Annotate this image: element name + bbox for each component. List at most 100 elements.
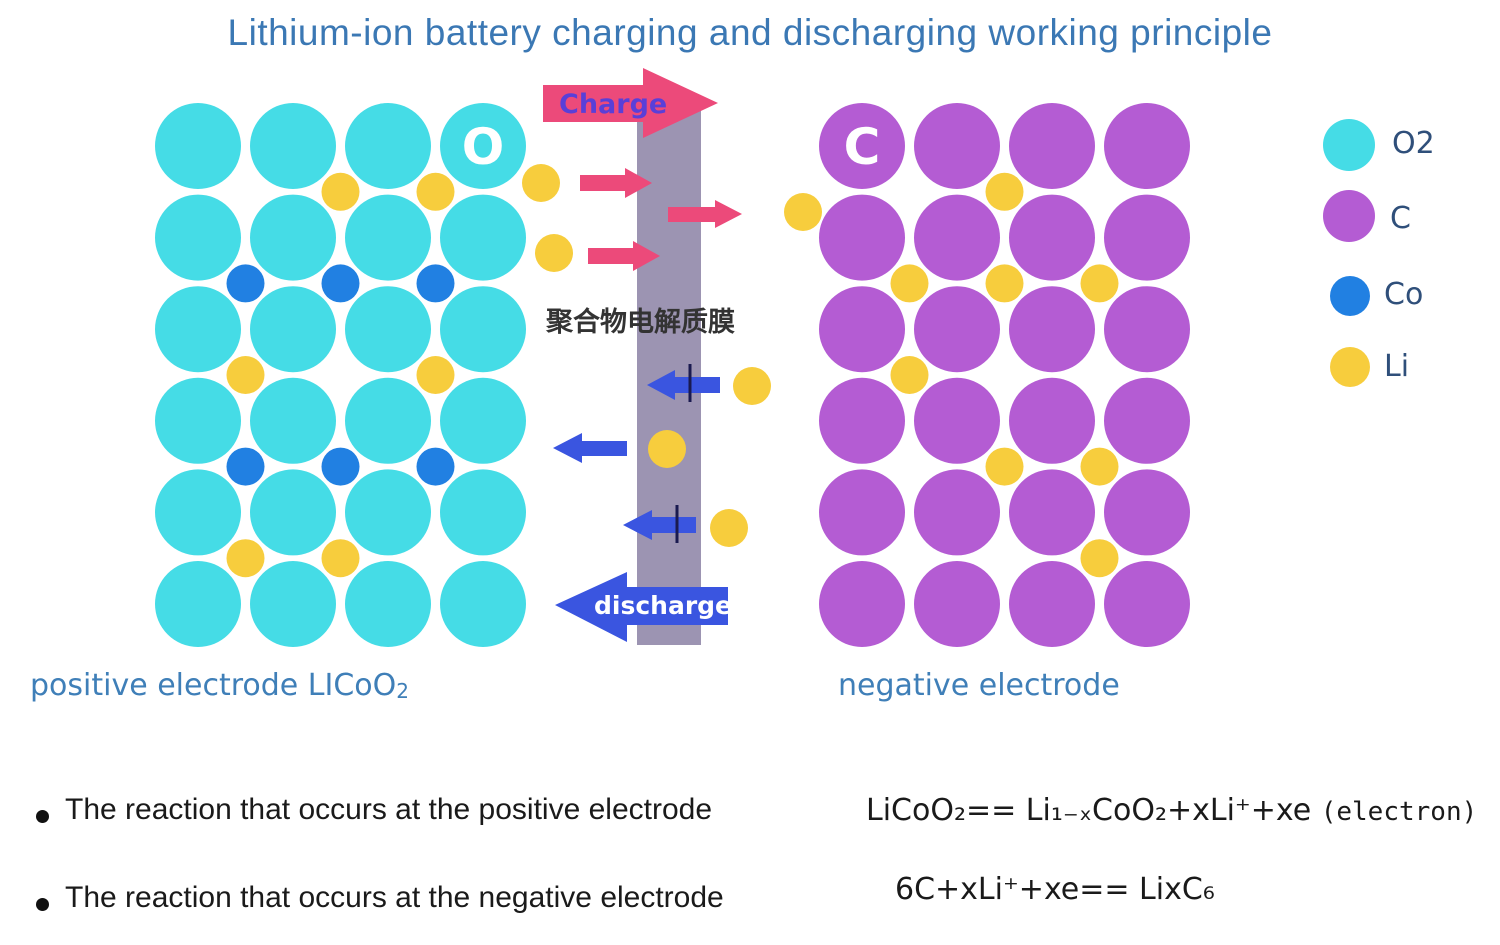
lithium-ion <box>890 356 929 394</box>
carbon-atom <box>914 286 1000 373</box>
oxygen-atom <box>250 286 336 373</box>
discharge-arrow: discharge <box>555 572 732 642</box>
reaction-negative-equation: 6C+xLi⁺+xe== LixC₆ <box>895 872 1215 907</box>
lithium-ion <box>733 367 771 405</box>
oxygen-atom <box>440 377 526 464</box>
oxygen-atom <box>440 103 526 189</box>
cobalt-atom <box>321 447 360 486</box>
lithium-ion <box>784 193 822 231</box>
charge-arrow-small <box>580 168 652 198</box>
carbon-atom <box>1104 194 1190 281</box>
carbon-atom <box>914 561 1000 647</box>
membrane-label: 聚合物电解质膜 <box>545 306 735 338</box>
cobalt-atom <box>416 264 455 303</box>
carbon-atom <box>1009 194 1095 281</box>
carbon-atom <box>1104 561 1190 647</box>
lithium-ion <box>535 234 573 272</box>
oxygen-atom <box>440 194 526 281</box>
oxygen-atom <box>155 561 241 647</box>
oxygen-atom <box>440 286 526 373</box>
carbon-atom <box>819 286 905 373</box>
lithium-ion <box>1080 539 1119 578</box>
legend-dot-li <box>1330 347 1370 387</box>
oxygen-atom <box>155 286 241 373</box>
lithium-ion <box>522 164 560 202</box>
oxygen-atom <box>345 286 431 373</box>
legend <box>1323 119 1375 387</box>
carbon-atom <box>1104 286 1190 373</box>
carbon-atom <box>819 377 905 464</box>
carbon-atom <box>819 194 905 281</box>
cobalt-atom <box>226 447 265 486</box>
positive-electrode-label: positive electrode LICoO2 <box>30 668 409 703</box>
lithium-ion <box>416 172 455 211</box>
oxygen-atom <box>345 194 431 281</box>
oxygen-atom <box>345 377 431 464</box>
lithium-ion <box>321 539 360 578</box>
carbon-atom <box>1009 469 1095 556</box>
carbon-atom <box>1009 286 1095 373</box>
lithium-ion <box>1080 447 1119 486</box>
oxygen-atom <box>155 194 241 281</box>
carbon-atom <box>914 194 1000 281</box>
lithium-ion <box>416 356 455 394</box>
bullet-icon <box>36 897 49 911</box>
diagram-title: Lithium-ion battery charging and dischar… <box>227 12 1273 53</box>
negative-equation: 6C+xLi⁺+xe== LixC₆ <box>895 872 1215 907</box>
lithium-ion <box>890 264 929 303</box>
positive-electrode-text: positive electrode <box>30 668 299 703</box>
legend-dot-o2 <box>1323 119 1375 171</box>
free-lithium-ions <box>522 164 822 547</box>
legend-dot-co <box>1330 276 1370 316</box>
cobalt-atom <box>321 264 360 303</box>
oxygen-atom <box>155 469 241 556</box>
carbon-atom <box>819 103 905 189</box>
cobalt-atom <box>226 264 265 303</box>
lithium-ion <box>985 264 1024 303</box>
discharge-label: discharge <box>594 591 732 620</box>
oxygen-atom <box>250 469 336 556</box>
reaction-positive-equation: LiCoO₂== Li₁₋ₓCoO₂+xLi⁺+xe (electron) <box>866 793 1477 828</box>
legend-label-o2: O2 <box>1392 126 1435 161</box>
negative-electrode-label: negative electrode <box>838 668 1120 703</box>
lithium-ion <box>226 356 265 394</box>
oxygen-atom <box>440 561 526 647</box>
cobalt-atom <box>416 447 455 486</box>
legend-label-co: Co <box>1384 277 1424 312</box>
oxygen-atom <box>345 469 431 556</box>
positive-electrode-lattice: O <box>155 103 526 647</box>
carbon-atom <box>914 103 1000 189</box>
lithium-ion <box>985 172 1024 211</box>
charge-arrow-small <box>588 241 660 271</box>
discharge-arrow-small <box>553 433 627 463</box>
lithium-ion <box>648 430 686 468</box>
discharge-small-arrows <box>553 364 720 543</box>
legend-label-c: C <box>1390 201 1411 236</box>
positive-electrode-formula-sub: 2 <box>396 679 410 703</box>
positive-electrode-formula: LICoO <box>307 668 397 703</box>
oxygen-atom <box>345 561 431 647</box>
carbon-atom <box>819 469 905 556</box>
oxygen-atom <box>250 194 336 281</box>
reaction-negative: The reaction that occurs at the negative… <box>36 881 724 915</box>
lithium-ion <box>710 509 748 547</box>
oxygen-atom <box>250 561 336 647</box>
positive-equation: LiCoO₂== Li₁₋ₓCoO₂+xLi⁺+xe <box>866 793 1312 828</box>
carbon-atom <box>914 377 1000 464</box>
charge-label: Charge <box>559 89 667 120</box>
lithium-ion <box>226 539 265 578</box>
lithium-ion <box>1080 264 1119 303</box>
lithium-ion <box>985 447 1024 486</box>
discharge-arrow-small <box>647 370 720 400</box>
carbon-atom <box>1009 377 1095 464</box>
reaction-negative-text: The reaction that occurs at the negative… <box>65 881 724 914</box>
positive-equation-note: (electron) <box>1320 797 1478 827</box>
legend-dot-c <box>1323 190 1375 242</box>
oxygen-atom <box>440 469 526 556</box>
charge-small-arrows <box>580 168 742 271</box>
reaction-positive: The reaction that occurs at the positive… <box>36 793 712 827</box>
carbon-atom <box>1104 377 1190 464</box>
lithium-ion <box>321 172 360 211</box>
charge-arrow: Charge <box>543 68 718 138</box>
